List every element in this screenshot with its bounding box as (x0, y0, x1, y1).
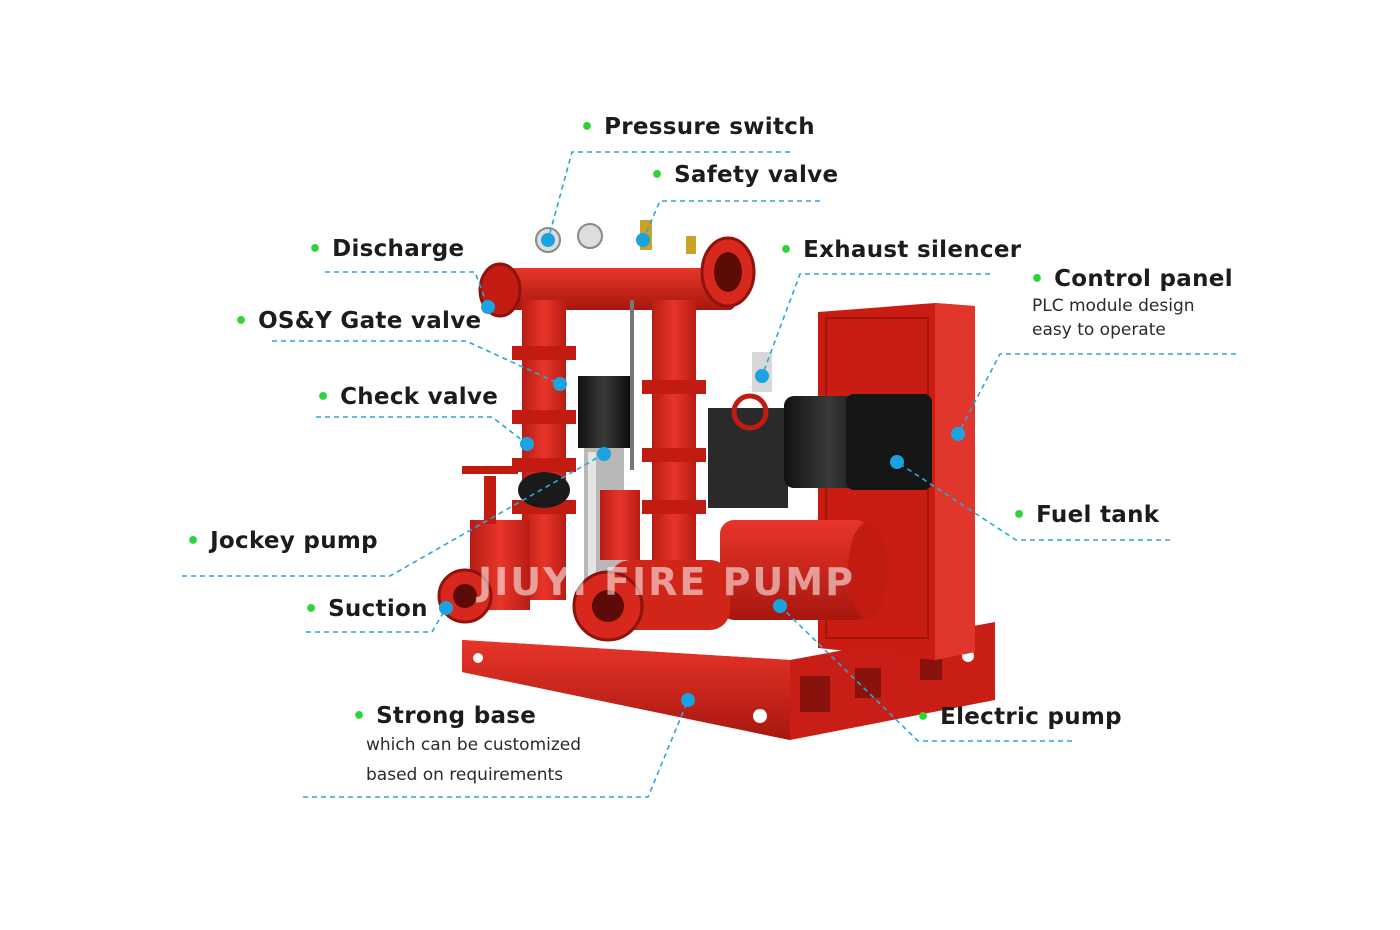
suction-side (437, 466, 640, 624)
label-control-panel: •Control panel PLC module design easy to… (1030, 266, 1233, 340)
label-exhaust-silencer: •Exhaust silencer (779, 237, 1022, 263)
bullet-dot: • (234, 309, 249, 334)
discharge-header (478, 236, 756, 318)
bullet-dot: • (1012, 503, 1027, 528)
marker-exhaust-silencer (755, 369, 769, 383)
diesel-engine (708, 352, 932, 508)
marker-osy-gate-valve (553, 377, 567, 391)
marker-fuel-tank (890, 455, 904, 469)
marker-strong-base (681, 693, 695, 707)
strong-base-sub-1: which can be customized (366, 735, 582, 755)
marker-check-valve (520, 437, 534, 451)
label-pressure-switch: •Pressure switch (580, 114, 815, 140)
bullet-dot: • (304, 597, 319, 622)
label-jockey-pump: •Jockey pump (186, 528, 378, 554)
bullet-dot: • (580, 115, 595, 140)
marker-suction (439, 601, 453, 615)
bullet-dot: • (650, 163, 665, 188)
control-panel-sub-1: PLC module design (1032, 296, 1195, 316)
label-suction: •Suction (304, 596, 428, 622)
marker-electric-pump (773, 599, 787, 613)
marker-safety-valve (636, 233, 650, 247)
label-fuel-tank: •Fuel tank (1012, 502, 1160, 528)
marker-jockey-pump (597, 447, 611, 461)
control-panel-sub-2: easy to operate (1032, 320, 1166, 340)
markers (439, 233, 965, 707)
bullet-dot: • (916, 705, 931, 730)
bullet-dot: • (308, 237, 323, 262)
electric-motor (572, 520, 888, 642)
bullet-dot: • (186, 529, 201, 554)
marker-pressure-switch (541, 233, 555, 247)
leader-lines (182, 151, 1236, 798)
marker-control-panel (951, 427, 965, 441)
marker-discharge (481, 300, 495, 314)
strong-base-sub-2: based on requirements (366, 765, 564, 785)
label-osy-gate-valve: •OS&Y Gate valve (234, 308, 482, 334)
label-safety-valve: •Safety valve (650, 162, 839, 188)
label-strong-base: •Strong base which can be customized bas… (352, 703, 582, 785)
label-check-valve: •Check valve (316, 384, 499, 410)
bullet-dot: • (316, 385, 331, 410)
bullet-dot: • (779, 238, 794, 263)
label-electric-pump: •Electric pump (916, 704, 1122, 730)
bullet-dot: • (1030, 267, 1045, 292)
bullet-dot: • (352, 704, 367, 729)
label-discharge: •Discharge (308, 236, 465, 262)
watermark-text: JIUYI FIRE PUMP (478, 560, 855, 604)
